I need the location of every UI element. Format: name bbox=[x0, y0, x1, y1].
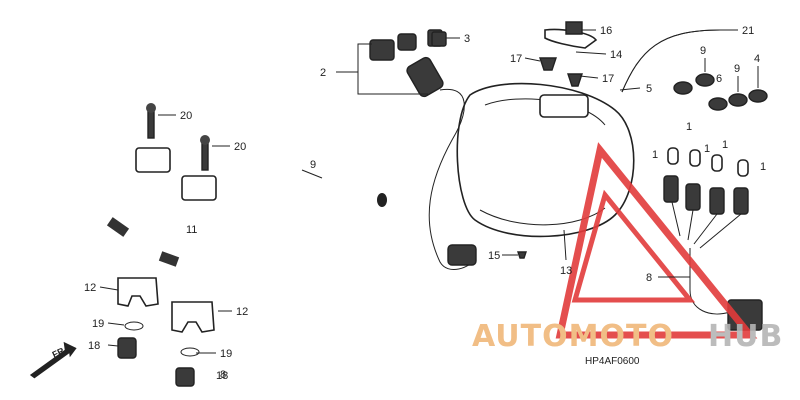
callout-17b: 17 bbox=[602, 73, 614, 85]
grommet-drawing bbox=[673, 73, 768, 111]
small-fastener-drawing bbox=[431, 21, 583, 259]
callout-21a: 20 bbox=[180, 110, 192, 122]
callout-11: 11 bbox=[186, 224, 197, 236]
leader-lines bbox=[99, 29, 759, 354]
bulb-socket-drawing bbox=[663, 147, 763, 331]
callout-1e: 1 bbox=[760, 161, 766, 173]
callout-19b: 19 bbox=[220, 348, 232, 360]
callout-8b: 8 bbox=[220, 369, 226, 381]
callout-6: 6 bbox=[716, 73, 722, 85]
callout-14: 14 bbox=[610, 49, 622, 61]
callout-12b: 12 bbox=[236, 306, 248, 318]
front-direction-arrow: FR. bbox=[29, 341, 77, 379]
callout-1a: 1 bbox=[652, 149, 658, 161]
callout-21b: 20 bbox=[234, 141, 246, 153]
callout-13: 13 bbox=[560, 265, 572, 277]
callout-18b: 18 bbox=[216, 370, 228, 382]
callout-7b: 9 bbox=[734, 63, 740, 75]
callout-17a: 17 bbox=[510, 53, 522, 65]
diagram-code: HP4AF0600 bbox=[585, 356, 640, 367]
callout-7a: 9 bbox=[700, 45, 706, 57]
callout-3: 3 bbox=[464, 33, 470, 45]
callout-8a: 8 bbox=[646, 272, 652, 284]
callout-1d: 1 bbox=[722, 139, 728, 151]
upper-holder-drawing bbox=[135, 103, 217, 201]
callout-1b: 1 bbox=[686, 121, 692, 133]
callout-labels: 20 20 9 11 12 12 19 19 18 18 2 3 17 17 1… bbox=[84, 25, 766, 382]
callout-18a: 18 bbox=[88, 340, 100, 352]
callout-15: 15 bbox=[488, 250, 500, 262]
watermark-logo: AUTOMOTO HUB bbox=[472, 142, 783, 354]
watermark-word2: HUB bbox=[708, 319, 783, 354]
callout-2: 2 bbox=[320, 67, 326, 79]
callout-4: 4 bbox=[754, 53, 760, 65]
callout-9: 9 bbox=[310, 159, 316, 171]
callout-20: 21 bbox=[742, 25, 754, 37]
callout-19a: 19 bbox=[92, 318, 104, 330]
callout-12a: 12 bbox=[84, 282, 96, 294]
lower-holder-drawing bbox=[117, 277, 215, 387]
callout-16: 16 bbox=[600, 25, 612, 37]
handlebar-drawing bbox=[74, 34, 388, 271]
callout-1c: 1 bbox=[704, 143, 710, 155]
callout-5: 5 bbox=[646, 83, 652, 95]
watermark-word1: AUTOMOTO bbox=[472, 319, 674, 354]
